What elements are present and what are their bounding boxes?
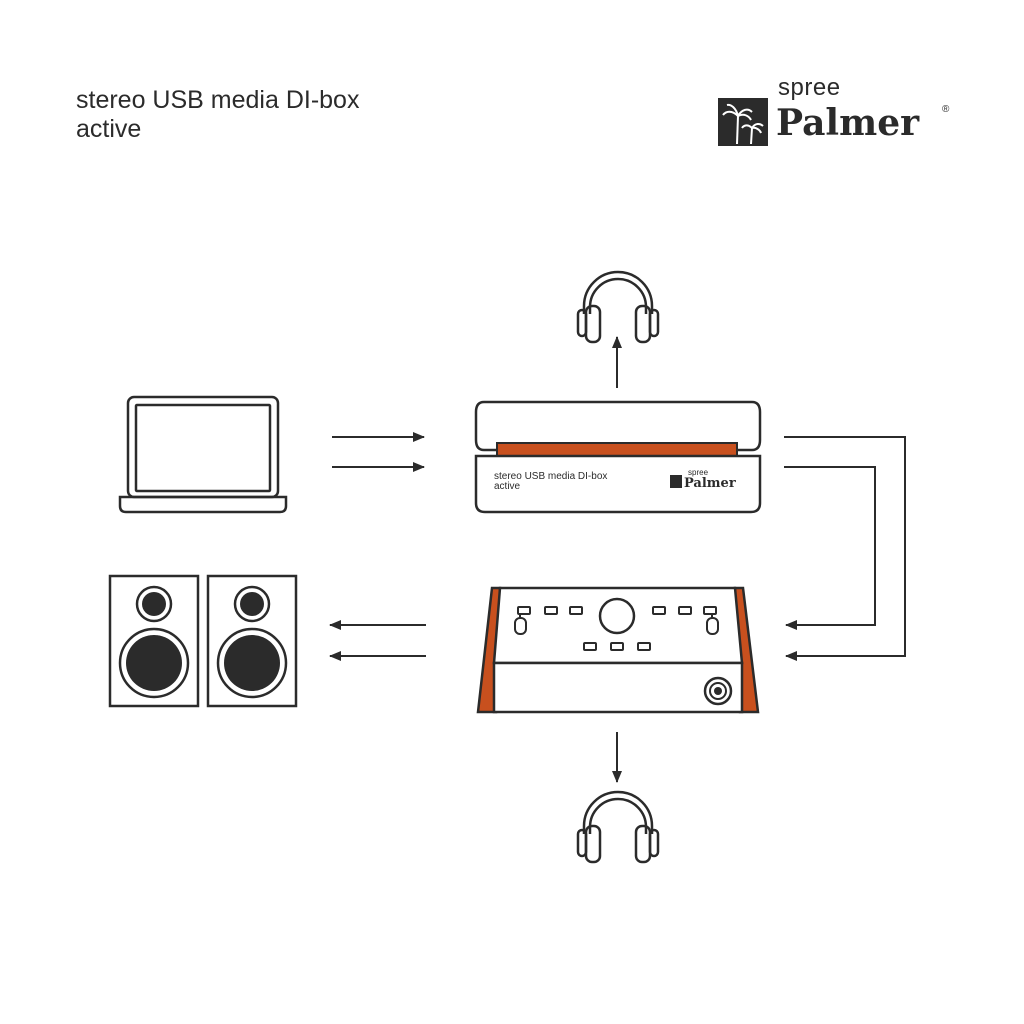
page-title: stereo USB media DI-box active [76,86,359,144]
speakers-icon [108,574,298,708]
dibox-to-controller-lines [784,436,906,661]
device-label-line-1: stereo USB media DI-box [494,471,607,482]
headphones-icon [576,270,660,344]
brand-logo: spree Palmer ® [716,72,956,152]
controller-to-speakers-arrows [329,620,426,661]
logo-brand-text: Palmer [776,102,920,144]
device-logo-spree: spree [688,468,709,477]
device-logo-brand: Palmer [684,476,736,491]
volume-knob-icon [598,597,636,635]
logo-registered-mark: ® [942,104,950,115]
speaker-right [206,574,298,708]
laptop-icon [118,395,288,514]
di-box-device: stereo USB media DI-box active spree Pal… [474,400,762,514]
headphone-jack-icon [703,676,733,706]
device-palm-logo-icon [670,475,682,488]
logo-spree-text: spree [778,74,841,101]
headphones-icon [576,790,660,864]
palm-tree-logo-icon [718,98,768,146]
laptop-to-dibox-arrows [332,432,425,472]
device-label-line-2: active [494,481,521,492]
controller-buttons [517,606,717,651]
speaker-left [108,574,200,708]
trim-knobs [514,613,719,635]
monitor-controller-device [476,586,760,714]
title-line-2: active [76,115,142,143]
title-line-1: stereo USB media DI-box [76,86,360,114]
